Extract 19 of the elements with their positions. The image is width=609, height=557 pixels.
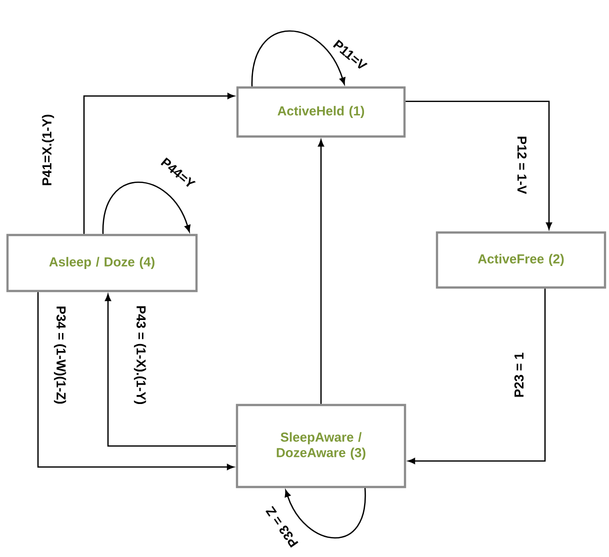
arrow [318,140,324,404]
edge-label: P33 = Z [264,504,300,550]
arrow [408,288,546,464]
state-box: ActiveHeld (1) [236,86,406,138]
edge-label: P34 = (1-W)(1-Z) [52,304,68,406]
state-box: ActiveFree (2) [436,231,606,289]
edge-label: P43 = (1-X).(1-Y) [132,304,148,406]
state-box: SleepAware / DozeAware (3) [236,404,406,488]
arrow [102,182,190,234]
edge-label: P23 = 1 [513,351,525,399]
arrow [284,488,366,538]
arrow [83,93,234,234]
arrow [105,294,236,447]
arrow [406,100,552,230]
state-box: Asleep / Doze (4) [6,234,198,292]
edge-label: P41=X.(1-Y) [40,113,56,187]
arrow [251,30,346,86]
edge-label: P12 = 1-V [516,134,528,196]
arrow [37,292,234,470]
